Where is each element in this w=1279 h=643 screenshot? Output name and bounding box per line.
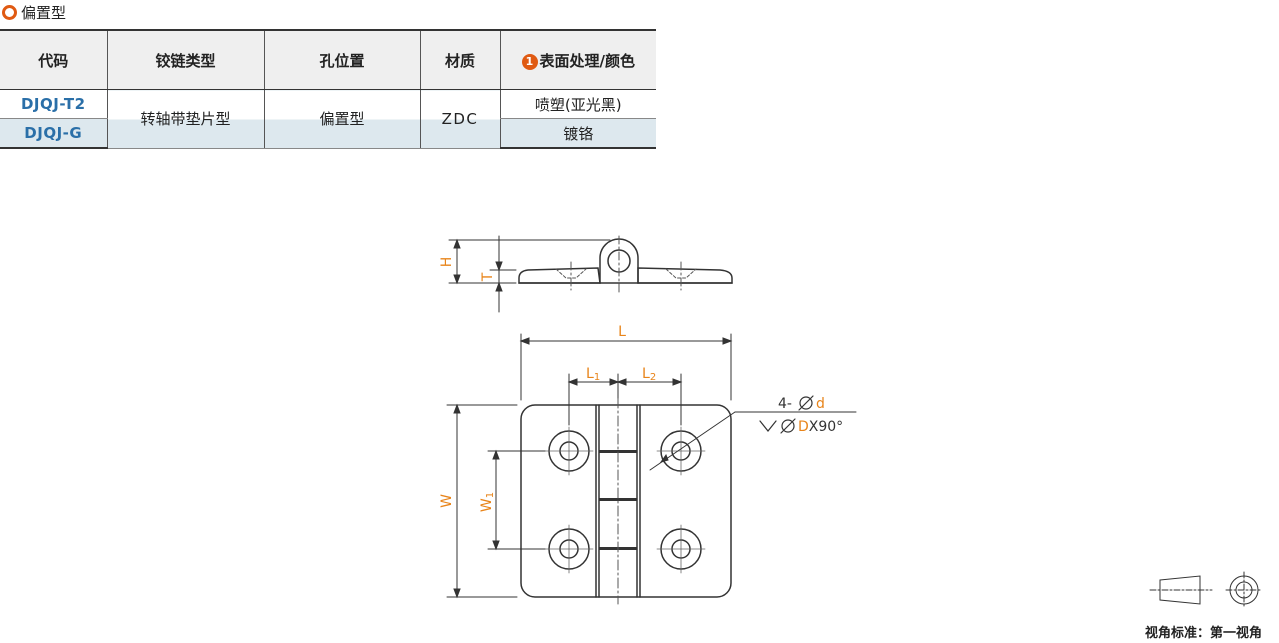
hole-callout: 4- — [778, 396, 792, 412]
top-dimensions — [446, 333, 857, 599]
hinge-outline — [520, 404, 732, 598]
dim-L-label: L — [618, 324, 626, 340]
number-badge-icon: 1 — [521, 53, 538, 70]
side-view — [518, 238, 733, 284]
hole-diameter-var: d — [816, 396, 825, 412]
first-angle-projection-icon — [1149, 571, 1263, 609]
table-row: DJQJ-G 镀铬 — [0, 118, 656, 149]
header-hinge-type: 铰链类型 — [106, 29, 264, 90]
countersink-icon — [759, 420, 777, 432]
projection-label: 视角标准：第一视角 — [1145, 626, 1263, 641]
countersink-callout: DX90° — [798, 419, 843, 435]
side-right-leaf — [637, 267, 733, 284]
dim-L2-label: L2 — [642, 366, 656, 383]
header-hole-position: 孔位置 — [263, 29, 420, 90]
hole-centerlines — [544, 426, 706, 574]
cell-material: ZDC — [419, 89, 500, 149]
diameter-icon — [780, 418, 796, 434]
header-material: 材质 — [419, 29, 500, 90]
diameter-icon — [798, 395, 814, 411]
dim-W-label: W — [439, 494, 455, 508]
table-row: DJQJ-T2 转轴带垫片型 偏置型 ZDC 喷塑(亚光黑) — [0, 89, 656, 149]
side-left-leaf — [518, 267, 601, 284]
row-code: DJQJ-T2 — [0, 89, 107, 119]
section-title: 偏置型 — [21, 3, 67, 22]
cell-hinge-type: 转轴带垫片型 — [106, 89, 264, 149]
dim-H-label: H — [439, 257, 455, 268]
row-finish: 喷塑(亚光黑) — [499, 89, 656, 119]
header-finish-label: 表面处理/颜色 — [539, 51, 635, 70]
dim-T-label: T — [480, 272, 496, 282]
side-countersinks — [555, 235, 697, 293]
header-code: 代码 — [0, 29, 107, 90]
side-dimensions — [448, 235, 611, 313]
circle-bullet-icon — [2, 4, 17, 20]
dim-W1-label: W1 — [479, 492, 496, 512]
row-code: DJQJ-G — [0, 118, 107, 149]
row-finish: 镀铬 — [499, 118, 656, 149]
cell-hole-position: 偏置型 — [263, 89, 420, 149]
section-heading: 偏置型 — [2, 1, 66, 23]
dim-L1-label: L1 — [586, 366, 600, 383]
